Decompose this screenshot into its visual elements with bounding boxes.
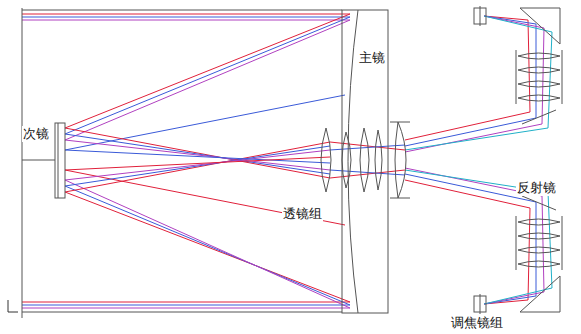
part-label: 次镜	[22, 126, 50, 142]
part-label: 反射镜	[516, 180, 557, 196]
part-label: 调焦镜组	[450, 315, 504, 331]
part-label: 主镜	[358, 50, 386, 66]
part-label: 透镜组	[282, 206, 323, 222]
